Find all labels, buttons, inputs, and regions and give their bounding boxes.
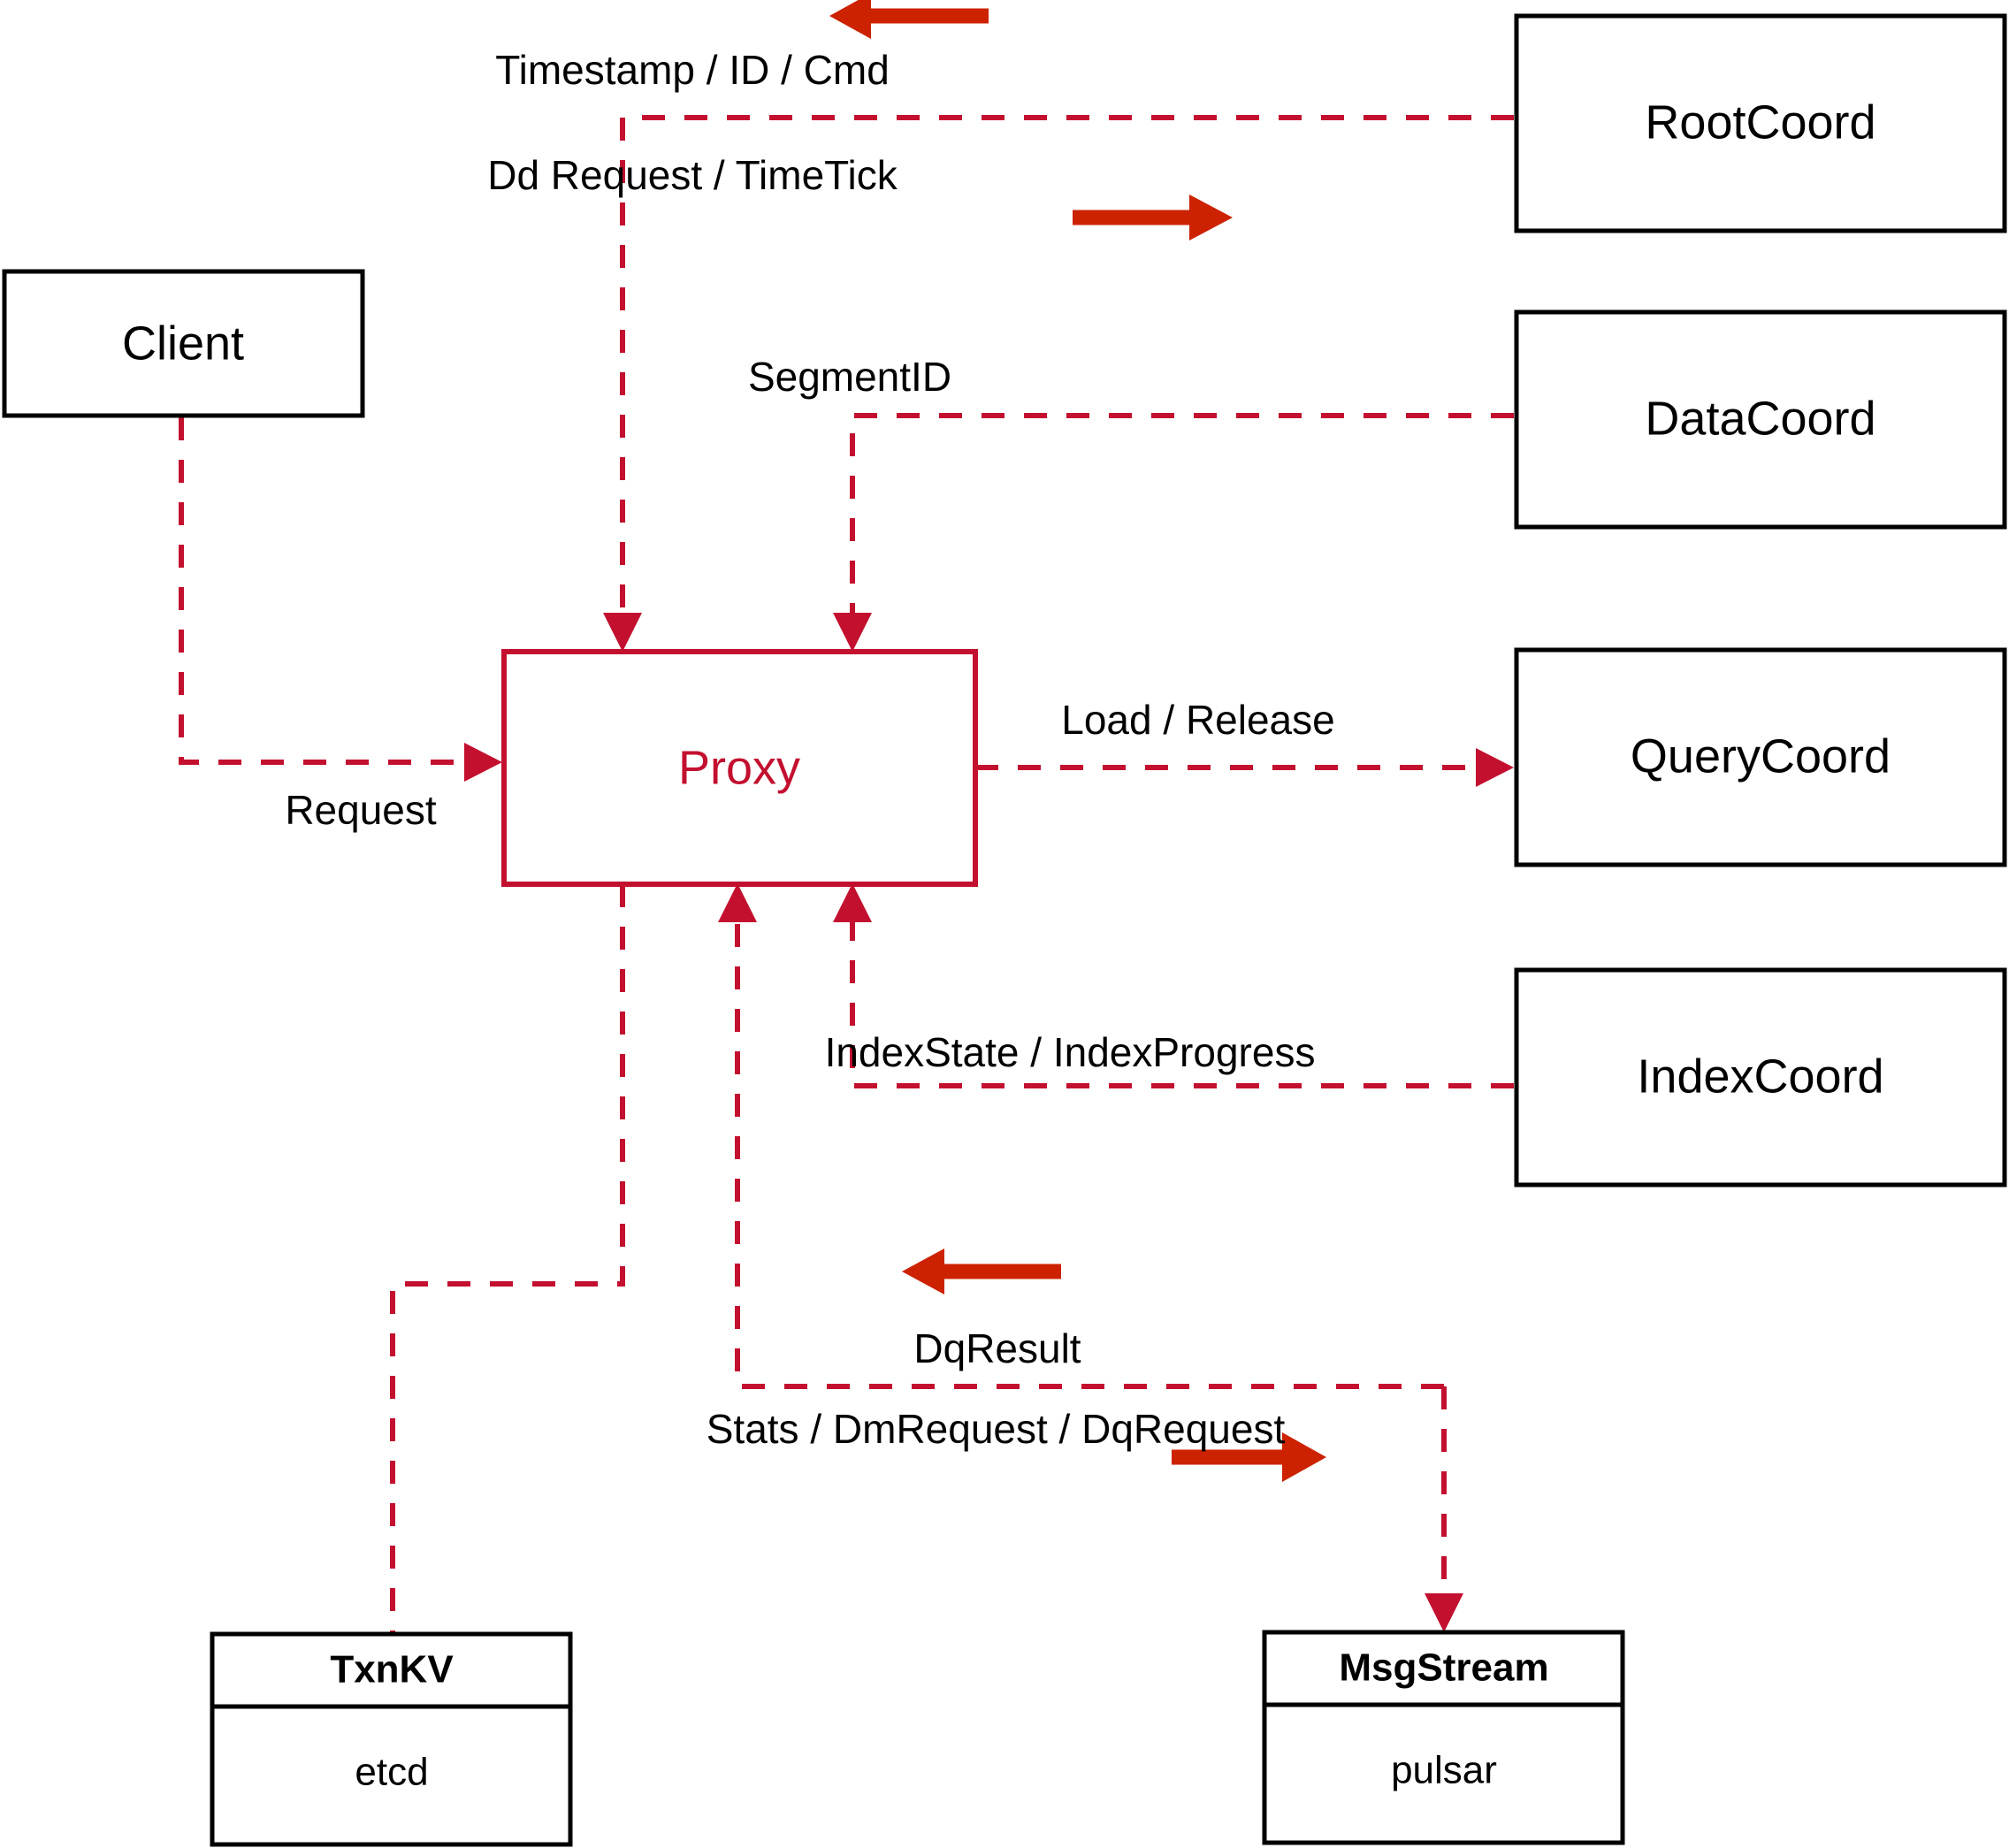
node-querycoord-label: QueryCoord xyxy=(1631,729,1891,783)
node-indexcoord-label: IndexCoord xyxy=(1637,1050,1883,1103)
node-indexcoord-box[interactable] xyxy=(1514,967,2007,1187)
node-client-label: Client xyxy=(122,317,244,370)
node-msgstream-implementation: pulsar xyxy=(1391,1749,1497,1792)
edge-label-stats-dmrequest-dqrequest: Stats / DmRequest / DqRequest xyxy=(707,1406,1286,1452)
edge-label-load-release: Load / Release xyxy=(1061,697,1334,743)
node-datacoord[interactable]: DataCoord xyxy=(1514,309,2007,530)
edge-label-dqresult: DqResult xyxy=(913,1325,1081,1371)
edge-proxy-to-msgstream-arrowhead xyxy=(1425,1593,1463,1632)
edge-label-request: Request xyxy=(285,787,437,833)
edge-client-to-proxy xyxy=(179,417,502,782)
edge-rootcoord-to-proxy-path xyxy=(620,115,1514,630)
edge-rootcoord-to-proxy xyxy=(603,115,1514,652)
edge-proxy-to-querycoord xyxy=(975,748,1514,787)
node-client[interactable]: Client xyxy=(2,269,365,418)
edge-msgstream-to-proxy-path xyxy=(735,906,1444,1389)
node-client-box[interactable] xyxy=(2,269,365,418)
edge-label-indexstate-indexprogress: IndexState / IndexProgress xyxy=(825,1029,1316,1075)
direction-arrow-dqrequest xyxy=(1172,1432,1326,1482)
edge-datacoord-to-proxy-arrowhead xyxy=(833,613,872,652)
node-querycoord[interactable]: QueryCoord xyxy=(1514,647,2007,867)
edge-proxy-to-querycoord-arrowhead xyxy=(1476,748,1514,787)
node-txnkv-box[interactable] xyxy=(210,1631,573,1847)
node-txnkv[interactable]: TxnKV etcd xyxy=(210,1631,573,1847)
node-rootcoord[interactable]: RootCoord xyxy=(1514,13,2007,233)
direction-arrow-dd-request xyxy=(1073,195,1233,241)
node-msgstream-box[interactable] xyxy=(1262,1630,1625,1845)
edge-proxy-to-txnkv xyxy=(390,884,625,1634)
edge-indexcoord-to-proxy xyxy=(833,883,1514,1088)
node-indexcoord[interactable]: IndexCoord xyxy=(1514,967,2007,1187)
edge-label-timestamp-id-cmd: Timestamp / ID / Cmd xyxy=(495,47,890,93)
edge-datacoord-to-proxy xyxy=(833,413,1514,652)
edge-client-to-proxy-arrowhead xyxy=(464,743,502,782)
edge-label-segmentid: SegmentID xyxy=(748,354,951,400)
node-datacoord-label: DataCoord xyxy=(1645,392,1875,445)
node-querycoord-box[interactable] xyxy=(1514,647,2007,867)
node-proxy-box[interactable] xyxy=(501,649,978,887)
node-msgstream-title: MsgStream xyxy=(1339,1646,1548,1690)
node-rootcoord-label: RootCoord xyxy=(1645,95,1875,149)
edge-label-dd-request-timetick: Dd Request / TimeTick xyxy=(487,152,898,198)
node-proxy[interactable]: Proxy xyxy=(501,649,978,887)
node-rootcoord-box[interactable] xyxy=(1514,13,2007,233)
edge-msgstream-to-proxy-arrowhead xyxy=(718,883,757,922)
direction-arrow-timestamp xyxy=(829,0,989,39)
node-datacoord-box[interactable] xyxy=(1514,309,2007,530)
edge-msgstream-proxy xyxy=(718,883,1463,1632)
edge-indexcoord-to-proxy-arrowhead xyxy=(833,883,872,922)
node-txnkv-implementation: etcd xyxy=(355,1751,428,1794)
node-msgstream[interactable]: MsgStream pulsar xyxy=(1262,1630,1625,1845)
node-proxy-label: Proxy xyxy=(678,741,800,794)
edge-rootcoord-to-proxy-arrowhead xyxy=(603,613,642,652)
edge-proxy-to-txnkv-path xyxy=(390,884,625,1634)
edge-client-to-proxy-path xyxy=(179,417,482,765)
direction-arrow-dqresult xyxy=(902,1249,1061,1294)
edge-datacoord-to-proxy-path xyxy=(850,413,1514,630)
node-txnkv-title: TxnKV xyxy=(330,1648,454,1691)
edge-indexcoord-to-proxy-path xyxy=(850,906,1514,1088)
